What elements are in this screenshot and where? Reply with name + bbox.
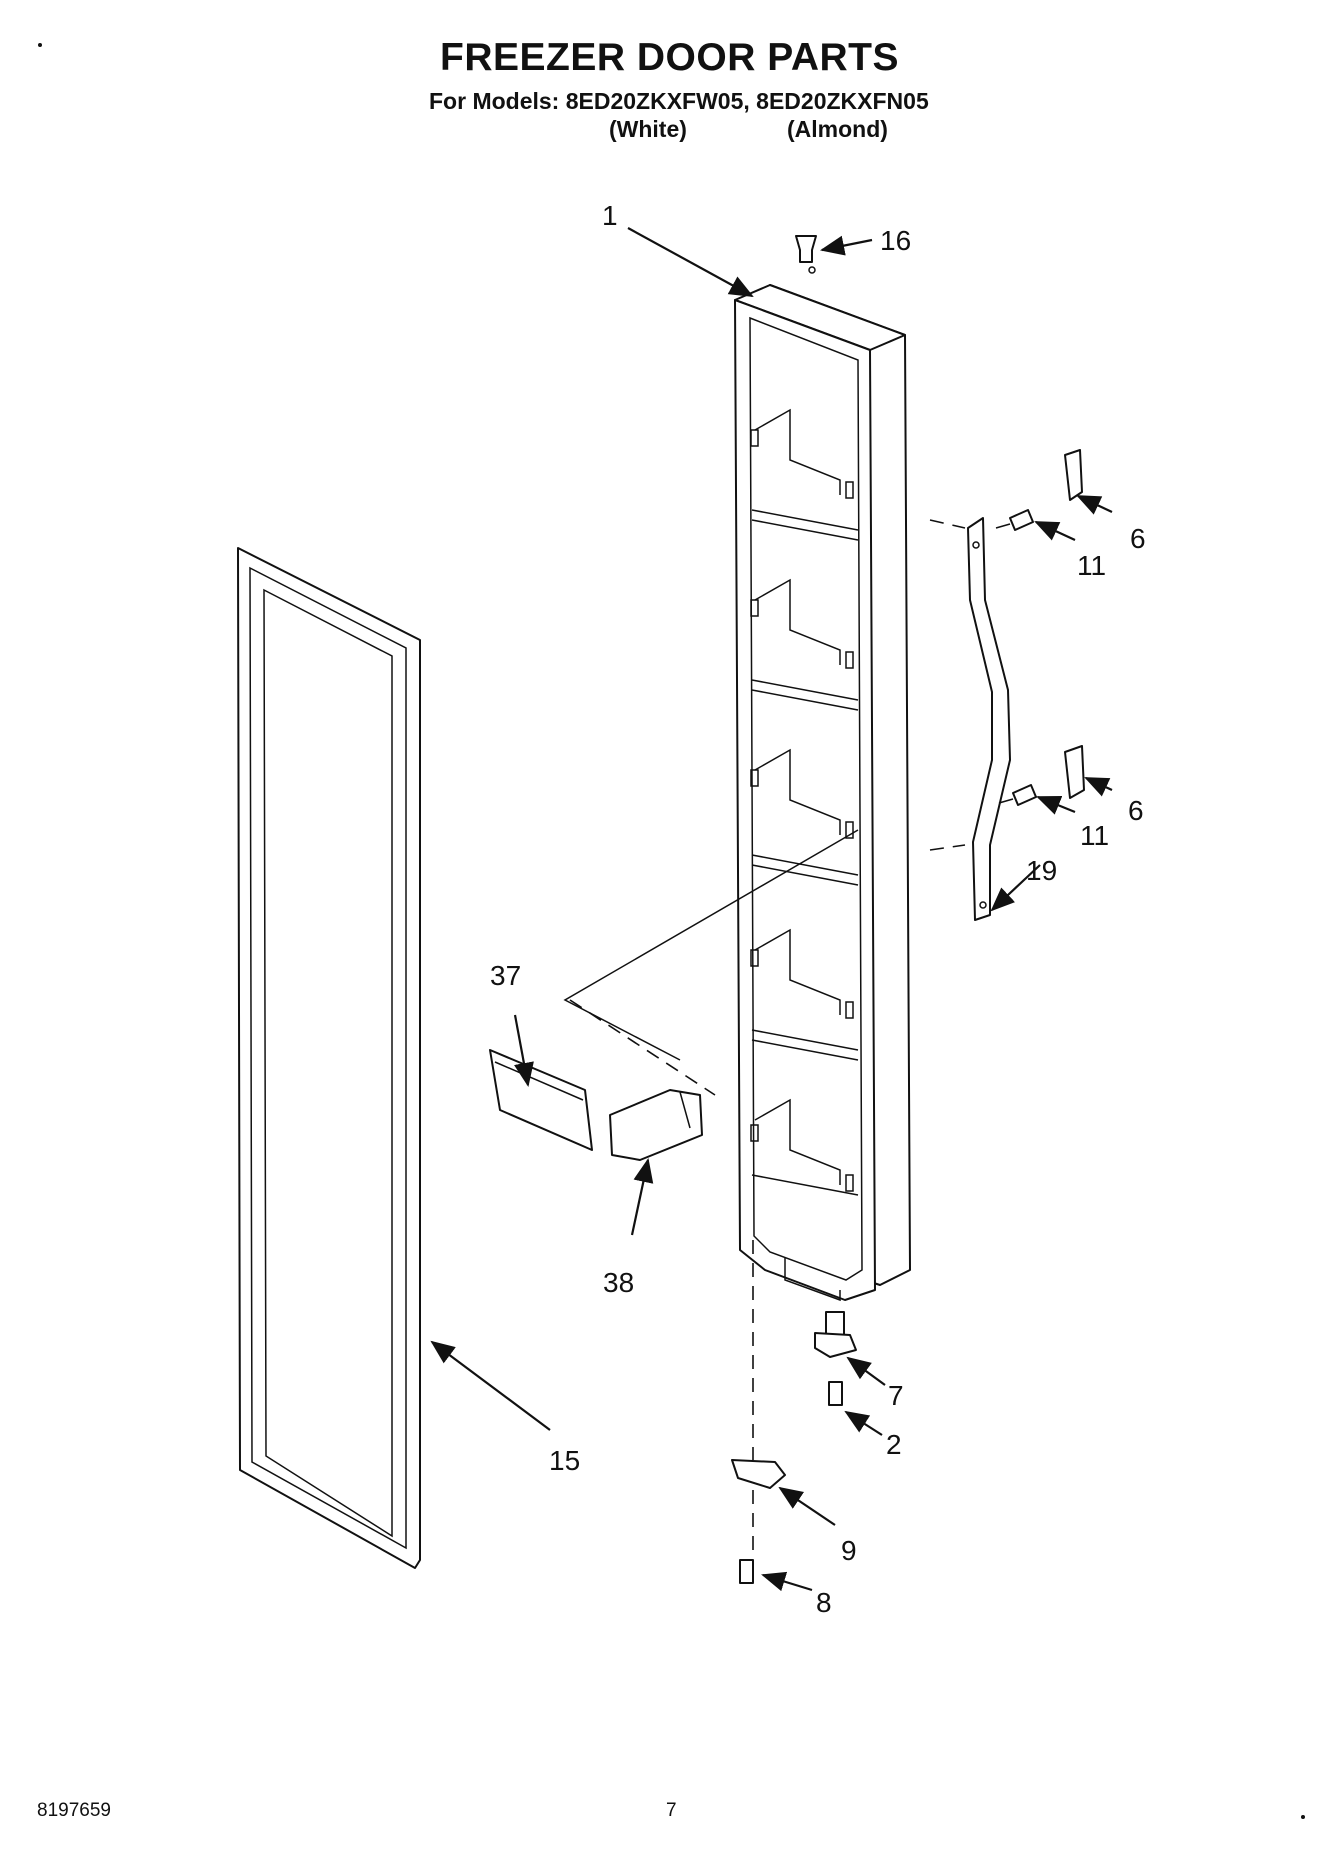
callout-37: 37	[490, 960, 521, 991]
hinge-bushing-drawing	[795, 235, 817, 263]
callout-11-upper: 11	[1077, 550, 1106, 581]
trim-clips-drawing	[1064, 449, 1085, 799]
callout-6-lower: 6	[1128, 795, 1144, 826]
callout-7: 7	[888, 1380, 904, 1411]
shelf-rail-drawing	[489, 1049, 593, 1151]
bin-drawing	[609, 1089, 703, 1161]
models-line: For Models: 8ED20ZKXFW05, 8ED20ZKXFN05	[429, 88, 929, 114]
stray-dot	[38, 43, 42, 47]
callout-8: 8	[816, 1587, 832, 1618]
door-gasket-drawing	[237, 547, 421, 1569]
page-title: FREEZER DOOR PARTS	[440, 36, 899, 79]
callout-9: 9	[841, 1535, 857, 1566]
assembly-lines	[563, 519, 966, 1555]
variant-almond: (Almond)	[787, 116, 888, 142]
handle-drawing	[967, 517, 1011, 921]
callout-15: 15	[549, 1445, 580, 1476]
variant-white: (White)	[609, 116, 687, 142]
door-shelves	[751, 509, 859, 1196]
stray-dot-bottom	[1301, 1815, 1305, 1819]
handle-screws-drawing	[995, 509, 1037, 806]
door-liner-drawing	[734, 266, 911, 1302]
callout-labels: 1 16 6 11 6 11 19 37 38 7 2 15 9 8	[490, 200, 1146, 1618]
callout-2: 2	[886, 1429, 902, 1460]
callout-19: 19	[1026, 855, 1057, 886]
callout-6-upper: 6	[1130, 523, 1146, 554]
callout-38: 38	[603, 1267, 634, 1298]
hinge-parts-drawing	[731, 1311, 857, 1584]
callout-1: 1	[602, 200, 618, 231]
callout-11-lower: 11	[1080, 820, 1109, 851]
leader-arrows	[430, 227, 1113, 1592]
callout-16: 16	[880, 225, 911, 256]
page-number: 7	[666, 1800, 677, 1821]
document-number: 8197659	[37, 1800, 111, 1821]
